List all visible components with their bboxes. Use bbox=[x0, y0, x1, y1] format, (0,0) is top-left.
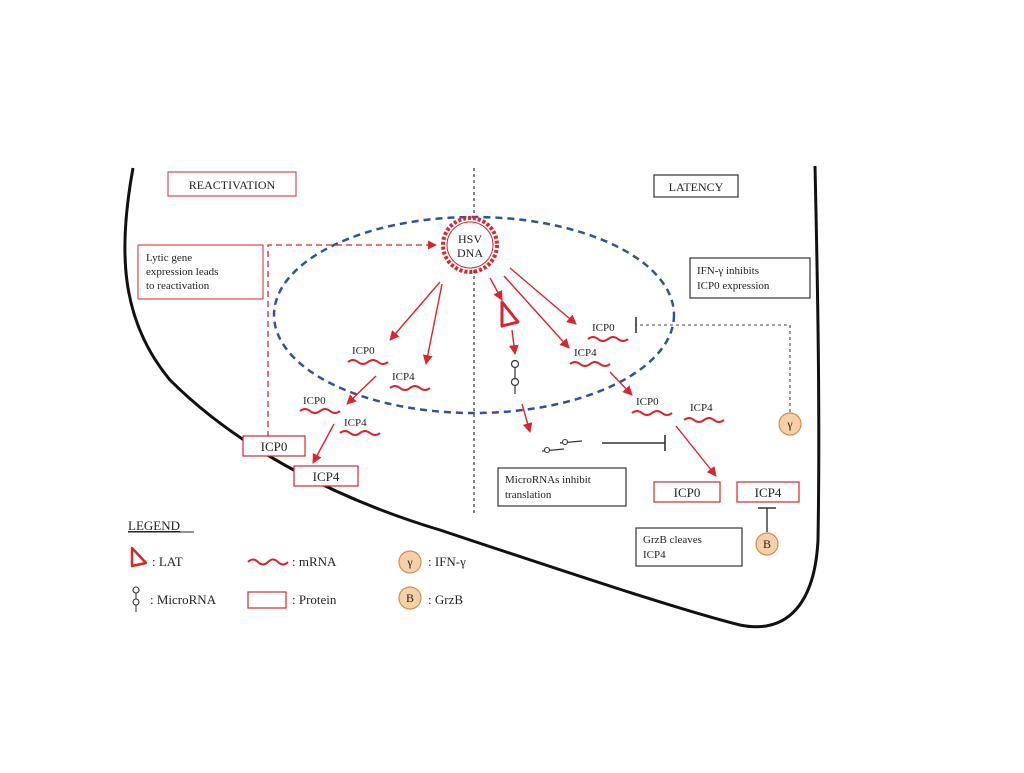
arrow-right-icp4-to-icp0 bbox=[609, 371, 633, 396]
mrna-right-icp4-upper: ICP4 bbox=[569, 347, 611, 367]
ifn-gamma-molecule: γ bbox=[778, 412, 802, 436]
microrna-symbol bbox=[510, 359, 520, 394]
svg-text:γ: γ bbox=[406, 555, 413, 569]
svg-text:ICP4: ICP4 bbox=[344, 417, 367, 429]
grzb-molecule: B bbox=[755, 532, 779, 556]
svg-text:ICP4: ICP4 bbox=[392, 371, 415, 383]
ifn-note: IFN-γ inhibits ICP0 expression bbox=[689, 257, 811, 299]
svg-text:ICP4: ICP4 bbox=[313, 469, 340, 484]
cell-membrane bbox=[123, 165, 821, 629]
svg-text:: Protein: : Protein bbox=[292, 592, 337, 607]
svg-text:Lytic gene: Lytic gene bbox=[146, 252, 192, 264]
legend-lat: : LAT bbox=[130, 546, 183, 569]
mrna-right-icp0-upper: ICP0 bbox=[587, 322, 629, 342]
mrna-left-icp4-lower: ICP4 bbox=[339, 417, 381, 436]
svg-text:GrzB cleaves: GrzB cleaves bbox=[643, 534, 702, 546]
protein-left-icp4: ICP4 bbox=[293, 465, 359, 487]
svg-text:ICP4: ICP4 bbox=[755, 485, 782, 500]
legend-microrna: : MicroRNA bbox=[132, 586, 217, 612]
svg-text:REACTIVATION: REACTIVATION bbox=[189, 178, 276, 192]
svg-text:ICP0: ICP0 bbox=[674, 485, 701, 500]
legend-title: LEGEND bbox=[128, 518, 180, 533]
legend-grzb: B : GrzB bbox=[398, 586, 463, 610]
svg-text:ICP0: ICP0 bbox=[303, 395, 326, 407]
svg-text:DNA: DNA bbox=[457, 246, 483, 260]
mrna-right-icp4-lower: ICP4 bbox=[683, 402, 725, 423]
lytic-note: Lytic gene expression leads to reactivat… bbox=[137, 244, 264, 300]
grzb-note: GrzB cleaves ICP4 bbox=[635, 527, 743, 567]
reactivation-feedback-arrow bbox=[267, 240, 437, 437]
svg-text:ICP0: ICP0 bbox=[592, 322, 615, 334]
latency-label: LATENCY bbox=[653, 174, 739, 198]
arrow-dna-to-left-icp4 bbox=[422, 283, 443, 365]
microrna-note: MicroRNAs inhibit translation bbox=[497, 467, 627, 507]
arrow-dna-to-left-icp0 bbox=[389, 281, 441, 341]
arrow-right-icp0-to-protein bbox=[675, 425, 717, 477]
reactivation-label: REACTIVATION bbox=[167, 171, 297, 197]
svg-text:ICP4: ICP4 bbox=[643, 549, 666, 561]
svg-text:ICP0: ICP0 bbox=[261, 439, 288, 454]
mrna-left-icp0-upper: ICP0 bbox=[347, 345, 389, 365]
svg-text:expression leads: expression leads bbox=[146, 266, 218, 278]
svg-text:ICP4: ICP4 bbox=[574, 347, 597, 359]
svg-text:γ: γ bbox=[786, 417, 793, 431]
ifn-inhibition-line bbox=[635, 317, 791, 412]
svg-text:B: B bbox=[406, 591, 414, 605]
legend-mrna: : mRNA bbox=[247, 554, 337, 569]
protein-right-icp4: ICP4 bbox=[736, 481, 800, 503]
svg-text:: IFN-γ: : IFN-γ bbox=[428, 554, 466, 569]
svg-text:: MicroRNA: : MicroRNA bbox=[150, 592, 217, 607]
svg-text:MicroRNAs inhibit: MicroRNAs inhibit bbox=[505, 474, 591, 486]
arrow-left-icp0-to-icp4 bbox=[312, 423, 335, 464]
microrna-inhibition-line bbox=[602, 435, 666, 451]
protein-left-icp0: ICP0 bbox=[242, 435, 306, 457]
svg-text:ICP0: ICP0 bbox=[636, 396, 659, 408]
mrna-right-icp0-lower: ICP0 bbox=[631, 396, 673, 416]
svg-text:to reactivation: to reactivation bbox=[146, 280, 210, 292]
svg-text:translation: translation bbox=[505, 489, 552, 501]
mrna-left-icp4-upper: ICP4 bbox=[389, 371, 431, 391]
arrow-dna-to-right-icp4 bbox=[503, 275, 570, 349]
arrow-microrna-out bbox=[521, 403, 533, 433]
svg-text:: GrzB: : GrzB bbox=[428, 592, 463, 607]
legend-protein: : Protein bbox=[247, 591, 337, 609]
arrow-left-icp0-to-icp0 bbox=[346, 375, 377, 405]
svg-text:ICP4: ICP4 bbox=[690, 402, 713, 414]
legend-ifn: γ : IFN-γ bbox=[398, 550, 466, 574]
protein-right-icp0: ICP0 bbox=[653, 481, 721, 503]
arrow-dna-to-right-icp0 bbox=[509, 267, 577, 325]
svg-text:: mRNA: : mRNA bbox=[292, 554, 337, 569]
svg-text:B: B bbox=[763, 537, 771, 551]
svg-text:: LAT: : LAT bbox=[152, 554, 183, 569]
svg-text:ICP0: ICP0 bbox=[352, 345, 375, 357]
svg-text:ICP0 expression: ICP0 expression bbox=[697, 280, 770, 292]
svg-text:HSV: HSV bbox=[458, 232, 482, 246]
arrow-lat-to-microrna bbox=[509, 329, 519, 355]
arrow-dna-to-lat bbox=[489, 277, 503, 301]
svg-text:LATENCY: LATENCY bbox=[669, 180, 724, 194]
microrna-duplexes bbox=[541, 438, 583, 454]
mrna-left-icp0-lower: ICP0 bbox=[299, 395, 341, 414]
svg-text:IFN-γ inhibits: IFN-γ inhibits bbox=[697, 265, 759, 277]
lat-symbol bbox=[500, 300, 520, 328]
hsv-dna: HSV DNA bbox=[441, 216, 499, 274]
grzb-inhibition-line bbox=[758, 507, 776, 532]
legend: LEGEND : LAT : mRNA γ : IFN-γ : MicroRNA… bbox=[128, 518, 466, 612]
